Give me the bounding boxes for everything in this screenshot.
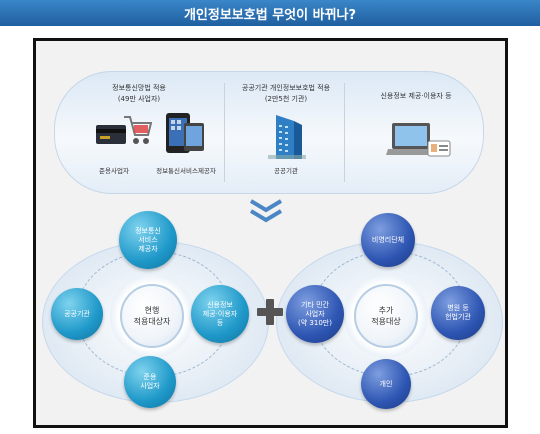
- node-public-institution: 공공기관: [51, 288, 103, 340]
- item-label-public-institution: 공공기관: [274, 167, 298, 175]
- office-building-icon: [266, 111, 306, 165]
- current-target-center: 현행 적용대상자: [120, 284, 184, 348]
- plus-icon: [257, 299, 283, 325]
- node-label-line: (약 310만): [298, 318, 332, 327]
- chevron-down-icon: [249, 199, 283, 223]
- node-label-line: 비영리단체: [371, 235, 405, 244]
- legacy-coverage-panel: 정보통신망법 적용 (49만 사업자) 준용사업자: [54, 71, 484, 194]
- item-label-info-service-provider: 정보통신서비스제공자: [156, 167, 216, 175]
- node-label-line: 제공·이용자: [202, 309, 238, 318]
- node-label-line: 서비스: [138, 235, 158, 244]
- mobile-phone-icon: [162, 109, 206, 161]
- node-credit-info-user: 신용정보 제공·이용자 등: [191, 285, 249, 343]
- column-heading-line1: 공공기관 개인정보보호법 적용: [241, 84, 331, 92]
- column-heading-line1: 신용정보 제공·이용자 등: [380, 92, 452, 100]
- node-label-line: 헌법기관: [445, 313, 471, 321]
- column-heading-line2: (2만5천 기관): [264, 95, 308, 103]
- center-label-line1: 추가: [378, 306, 394, 315]
- center-label-line2: 적용대상: [371, 317, 401, 326]
- node-label-line: 준용: [143, 373, 157, 381]
- node-other-private-business: 기타 민간 사업자 (약 310만): [286, 285, 344, 343]
- column-heading-network-act: 정보통신망법 적용 (49만 사업자): [94, 83, 184, 105]
- column-heading-credit-info: 신용정보 제공·이용자 등: [356, 91, 476, 102]
- node-affiliate-business: 준용 사업자: [124, 356, 176, 408]
- column-divider: [344, 83, 345, 182]
- node-info-service-provider: 정보통신 서비스 제공자: [119, 211, 177, 269]
- node-individual: 개인: [361, 359, 411, 409]
- column-heading-line2: (49만 사업자): [117, 95, 161, 103]
- column-heading-public-institutions: 공공기관 개인정보보호법 적용 (2만5천 기관): [236, 83, 336, 105]
- node-hospital-constitutional: 병원 등 헌법기관: [431, 286, 485, 340]
- node-label-line: 신용정보: [207, 300, 233, 309]
- node-label-line: 병원 등: [447, 304, 469, 312]
- node-label-line: 사업자: [305, 309, 325, 318]
- item-label-affiliate-business: 준용사업자: [99, 167, 129, 175]
- laptop-id-card-icon: [386, 119, 452, 167]
- node-label-line: 공공기관: [64, 309, 90, 318]
- center-label-line1: 현행: [144, 306, 160, 315]
- node-label-line: 기타 민간: [301, 300, 329, 309]
- credit-card-shopping-icon: [94, 111, 153, 155]
- diagram-frame: 정보통신망법 적용 (49만 사업자) 준용사업자: [33, 38, 508, 428]
- center-label-line2: 적용대상자: [133, 317, 171, 326]
- node-label-line: 등: [216, 318, 224, 327]
- additional-target-center: 추가 적용대상: [354, 284, 418, 348]
- column-divider: [224, 83, 225, 182]
- node-label-line: 정보통신: [135, 226, 161, 235]
- node-label-line: 사업자: [140, 382, 160, 390]
- node-label-line: 제공자: [138, 244, 158, 253]
- node-label-line: 개인: [379, 379, 393, 388]
- column-heading-line1: 정보통신망법 적용: [112, 84, 166, 92]
- page-title: 개인정보보호법 무엇이 바뀌나?: [0, 0, 540, 26]
- node-nonprofit: 비영리단체: [361, 213, 415, 267]
